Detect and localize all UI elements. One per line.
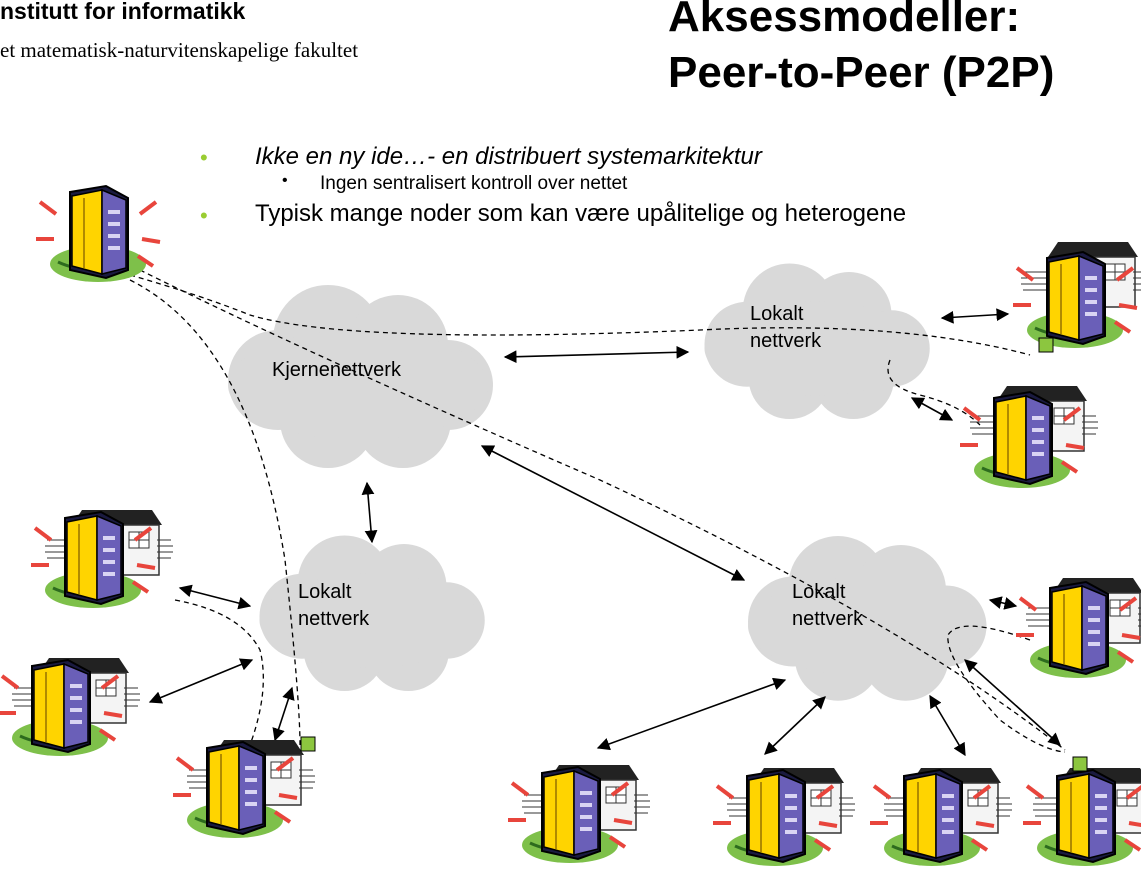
faculty-name: et matematisk-naturvitenskapelige fakult… xyxy=(0,38,359,62)
server-node-top-left xyxy=(34,184,162,284)
server-node-left-1 xyxy=(29,509,174,610)
local-network-cloud-left xyxy=(259,535,485,692)
green-square-icon xyxy=(300,736,316,752)
server-node-right-3 xyxy=(1014,577,1141,680)
bullet-marker: • xyxy=(200,203,208,228)
server-node-right-1 xyxy=(1011,241,1141,350)
green-square-icon xyxy=(1072,756,1088,772)
green-square-icon xyxy=(1038,337,1054,353)
local-network-label: Lokalt xyxy=(750,303,804,325)
local-network-label: Lokalt xyxy=(792,581,846,603)
server-node-left-2 xyxy=(0,657,141,758)
bullet-1: Ikke en ny ide…- en distribuert systemar… xyxy=(255,143,762,170)
server-node-bottom-3 xyxy=(868,767,1013,868)
markers xyxy=(300,337,1088,772)
server-node-bottom-4 xyxy=(1021,767,1141,868)
server-node-bottom-1 xyxy=(506,764,651,865)
nodes xyxy=(0,184,1141,868)
slide-title-line2: Peer-to-Peer (P2P) xyxy=(668,48,1055,97)
institute-name: nstitutt for informatikk xyxy=(0,0,246,24)
cloud-labels: Kjernenettverk Lokalt nettverk Lokalt ne… xyxy=(272,303,864,630)
local-network-label: nettverk xyxy=(750,330,822,352)
server-node-bottom-left xyxy=(171,739,316,840)
local-network-cloud-bottom-right xyxy=(748,536,987,701)
local-network-label: Lokalt xyxy=(298,581,352,603)
local-network-label: nettverk xyxy=(792,608,864,630)
bullet-marker: • xyxy=(200,145,208,170)
arrows xyxy=(148,308,1061,757)
server-node-bottom-2 xyxy=(711,767,856,868)
core-network-label: Kjernenettverk xyxy=(272,359,402,381)
clouds xyxy=(228,263,987,701)
bullet-2: Ingen sentralisert kontroll over nettet xyxy=(320,173,628,194)
server-node-right-2 xyxy=(958,385,1099,490)
sub-bullet-marker: • xyxy=(282,172,288,189)
bullet-3: Typisk mange noder som kan være upålitel… xyxy=(255,200,907,227)
slide-title-line1: Aksessmodeller: xyxy=(668,0,1021,41)
local-network-label: nettverk xyxy=(298,608,370,630)
